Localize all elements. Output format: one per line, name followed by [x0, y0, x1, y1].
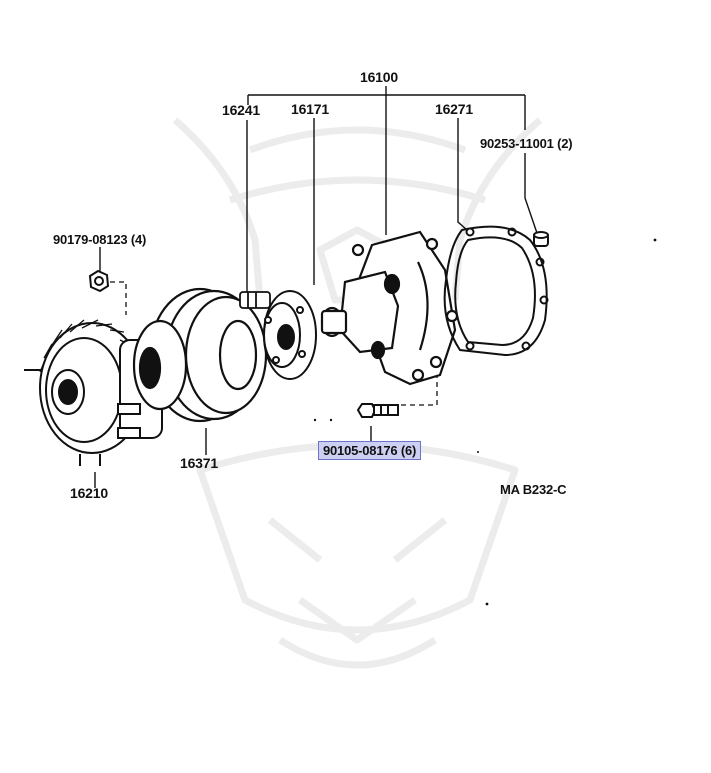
label-90105-08176-highlighted: 90105-08176 (6): [318, 441, 422, 460]
watermark-crest: [172, 117, 543, 669]
label-16241: 16241: [222, 102, 260, 118]
diagram-reference: MA B232-C: [500, 482, 567, 497]
gasket: [443, 225, 549, 357]
label-16100: 16100: [360, 69, 398, 85]
label-90253-11001: 90253-11001 (2): [480, 136, 573, 151]
label-16271: 16271: [435, 101, 473, 117]
scan-specks: [313, 238, 657, 606]
fan-pulley: [132, 287, 268, 423]
bolt-90105: [356, 403, 399, 418]
water-pump: [320, 230, 459, 386]
label-16371: 16371: [180, 455, 218, 471]
leader-lines: [94, 86, 539, 488]
label-16171: 16171: [291, 101, 329, 117]
label-16210: 16210: [70, 485, 108, 501]
label-90179-08123: 90179-08123 (4): [53, 232, 147, 247]
fan-hub: [263, 290, 317, 380]
nut-90179: [88, 269, 110, 293]
stud-16241: [239, 291, 271, 309]
dowel-pin: [533, 231, 549, 247]
dashed-guides: [110, 281, 438, 406]
